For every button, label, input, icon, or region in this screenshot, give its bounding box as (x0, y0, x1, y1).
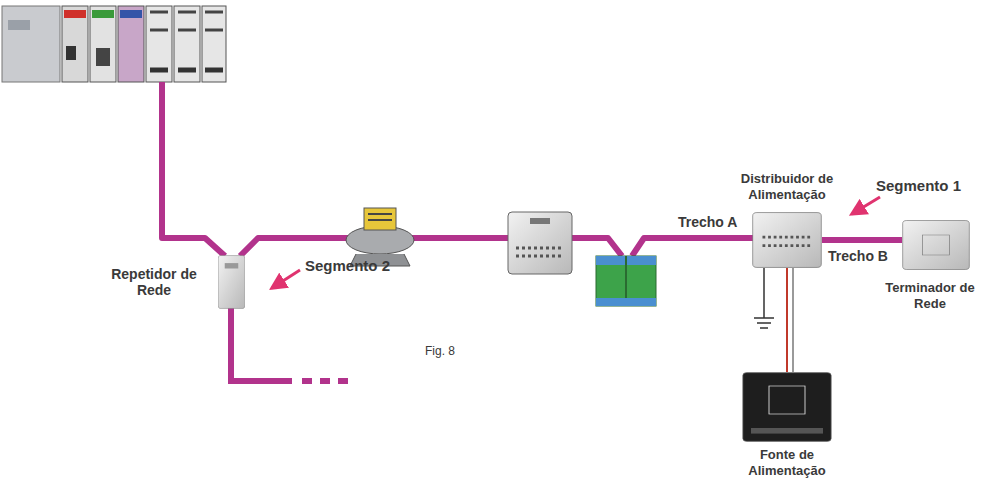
device-label: Distribuidor de Alimentação (722, 171, 852, 203)
junction-housing (508, 212, 572, 274)
section-label: Trecho A (678, 214, 737, 231)
segment-label: Segmento 1 (876, 177, 961, 194)
device-drawing (742, 372, 832, 442)
continuation-dots (302, 378, 348, 384)
fieldbus-cable (822, 237, 902, 243)
plc-module (62, 6, 88, 82)
section-label: Trecho B (828, 248, 888, 265)
segment-label: Segmento 2 (305, 257, 390, 274)
device-housing (903, 221, 970, 270)
device-label: Terminador de Rede (885, 280, 975, 312)
barrier-bottom (596, 298, 656, 306)
positioner-head (364, 208, 396, 230)
device-housing (753, 213, 822, 268)
device-drawing (218, 255, 245, 309)
device-drawing (752, 212, 822, 268)
plc-module (90, 6, 116, 82)
distributor-terminals (763, 237, 812, 245)
repeater-label (225, 263, 239, 268)
junction-terminals (516, 248, 564, 256)
plc-connectors (150, 68, 223, 73)
barrier-module (596, 256, 656, 306)
supply-wire (786, 268, 788, 372)
repeater-box: Repetidor de Rede (218, 255, 245, 309)
figure-number: Fig. 8 (425, 343, 455, 360)
network-terminator-box: Terminador de Rede (902, 220, 970, 270)
barrier-body (596, 256, 656, 306)
plc-port (96, 48, 110, 66)
junction-box (508, 212, 572, 274)
fieldbus-cable (231, 308, 292, 381)
plc-led (120, 10, 142, 18)
plc-panel (2, 6, 60, 82)
device-label: Fonte de Alimentação (727, 447, 847, 479)
ground-lines (754, 268, 774, 328)
device-label: Repetidor de Rede (95, 266, 213, 298)
device-drawing (902, 220, 970, 270)
plc-module (118, 6, 144, 82)
psu-panel (769, 386, 805, 414)
fieldbus-cable (162, 82, 754, 256)
pointer-arrow (272, 270, 300, 288)
junction-label (530, 218, 550, 224)
psu-terminals (751, 428, 823, 434)
plc-led (92, 10, 114, 18)
psu-housing (743, 373, 831, 442)
positioner-details (368, 214, 392, 220)
pointer-arrow (852, 197, 880, 214)
plc-rack (2, 6, 226, 82)
plc-led (64, 10, 86, 18)
power-distributor-box: Distribuidor de Alimentação (752, 212, 822, 268)
supply-wire (792, 268, 794, 372)
ground-symbol (754, 268, 774, 328)
device-housing (218, 256, 244, 309)
plc-port (66, 46, 76, 60)
plc-terminals (150, 12, 223, 30)
power-supply-box: Fonte de Alimentação (742, 372, 832, 442)
terminator-cover (922, 235, 949, 255)
plc-logo (8, 20, 30, 30)
